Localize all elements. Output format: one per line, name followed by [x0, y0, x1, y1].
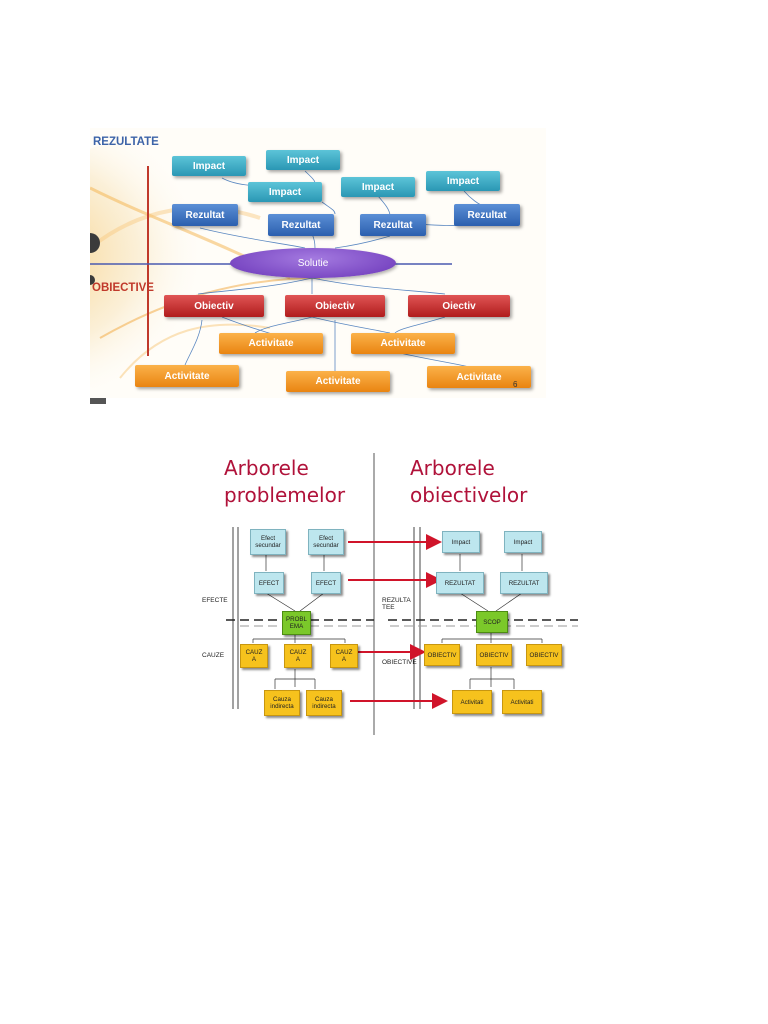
box-line: Efect — [260, 535, 276, 542]
objective-tree-title: Arborele obiectivelor — [410, 455, 527, 509]
activitate-box: Activitate — [219, 333, 323, 354]
rezultat-box: Rezultat — [454, 204, 520, 226]
activitate-box: Activitate — [286, 371, 390, 392]
box-line: Cauza — [315, 696, 333, 703]
activitati-box: Activitati — [502, 690, 542, 714]
box-line: PROBL — [286, 616, 307, 623]
rezultat-box: Rezultat — [172, 204, 238, 226]
rezultat-box: REZULTAT — [500, 572, 548, 594]
box-line: A — [295, 656, 301, 663]
cauze-label: CAUZE — [202, 652, 225, 659]
efecte-label: EFECTE — [202, 597, 228, 604]
rezultat-box: Rezultat — [360, 214, 426, 236]
activitate-box: Activitate — [351, 333, 455, 354]
impact-box: Impact — [426, 171, 500, 191]
tree-connectors — [226, 453, 578, 735]
activitate-box: Activitate — [427, 366, 531, 388]
obiective-label: OBIECTIVE — [382, 659, 417, 666]
rezultate-axis-label: REZULTATE — [93, 136, 159, 148]
impact-box: Impact — [172, 156, 246, 176]
objective-tree-title-line2: obiectivelor — [410, 483, 528, 507]
problem-objective-tree-diagram: Arborele problemelor Arborele obiectivel… — [90, 447, 680, 739]
obiectiv-box: Obiectiv — [164, 295, 264, 317]
impact-box: Impact — [442, 531, 480, 553]
box-line: CAUZ — [289, 649, 307, 656]
impact-box: Impact — [341, 177, 415, 197]
results-objectives-diagram: REZULTATE OBIECTIVE Impact Impact Impact… — [90, 128, 546, 398]
rezultatee-label: REZULTA TEE — [382, 597, 411, 611]
rezultat-box: REZULTAT — [436, 572, 484, 594]
problem-tree-title-line2: problemelor — [224, 483, 346, 507]
box-line: secundar — [313, 542, 339, 549]
impact-box: Impact — [266, 150, 340, 170]
slide-tab-marker — [90, 398, 106, 404]
box-line: Cauza — [273, 696, 291, 703]
box-line: CAUZ — [245, 649, 263, 656]
efect-box: EFECT — [254, 572, 284, 594]
obiectiv-box: OBIECTIV — [424, 644, 460, 666]
obiectiv-box: OBIECTIV — [476, 644, 512, 666]
slide-page-number: 6 — [513, 380, 518, 389]
problem-tree-title-line1: Arborele — [224, 456, 309, 480]
impact-box: Impact — [504, 531, 542, 553]
activitate-box: Activitate — [135, 365, 239, 387]
box-line: indirecta — [270, 703, 294, 710]
scop-box: SCOP — [476, 611, 508, 633]
rezultat-box: Rezultat — [268, 214, 334, 236]
box-line: indirecta — [312, 703, 336, 710]
activitati-box: Activitati — [452, 690, 492, 714]
box-line: CAUZ — [335, 649, 353, 656]
efect-box: EFECT — [311, 572, 341, 594]
box-line: A — [251, 656, 257, 663]
solutie-ellipse: Solutie — [230, 248, 396, 278]
box-line: A — [341, 656, 347, 663]
impact-box: Impact — [248, 182, 322, 202]
obiectiv-box: Oiectiv — [408, 295, 510, 317]
problem-tree-title: Arborele problemelor — [224, 455, 345, 509]
box-line: Efect — [318, 535, 334, 542]
rezultatee-label-line1: REZULTA — [382, 597, 411, 604]
obiective-axis-label: OBIECTIVE — [92, 282, 154, 294]
box-line: EMA — [289, 623, 304, 630]
rezultatee-label-line2: TEE — [382, 604, 395, 611]
box-line: secundar — [255, 542, 281, 549]
obiectiv-box: OBIECTIV — [526, 644, 562, 666]
objective-tree-title-line1: Arborele — [410, 456, 495, 480]
obiectiv-box: Obiectiv — [285, 295, 385, 317]
